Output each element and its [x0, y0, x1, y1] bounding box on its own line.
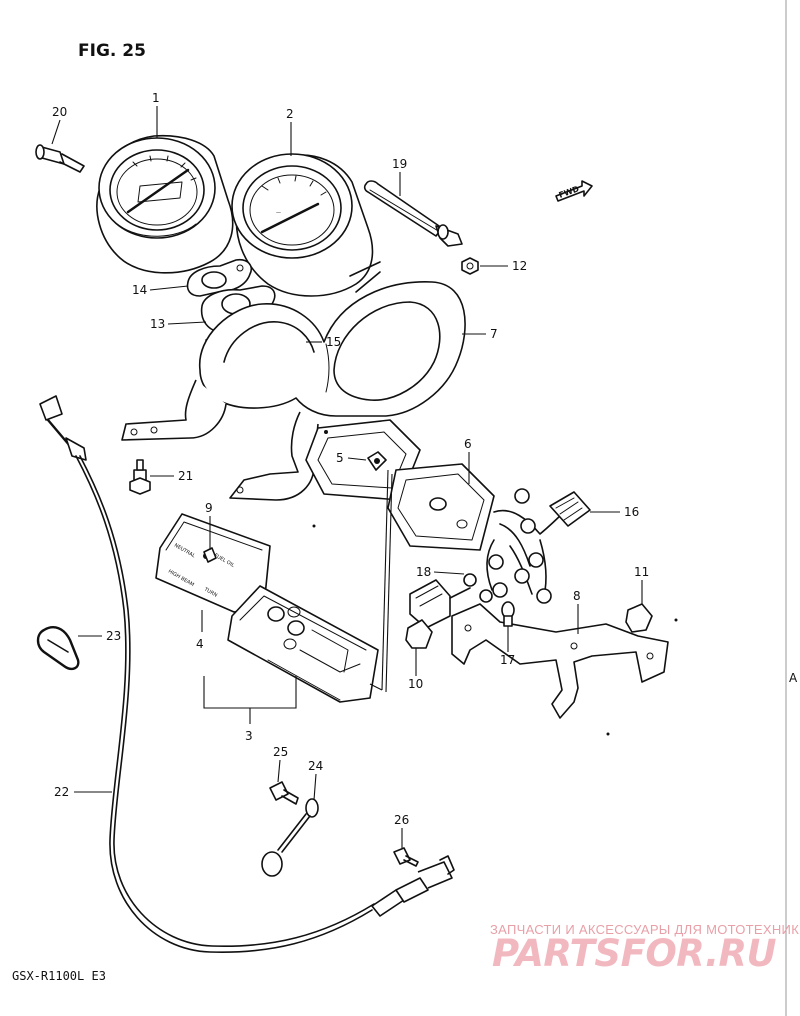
- callout-19: 19: [392, 157, 407, 171]
- part-17-bulb: [501, 601, 515, 627]
- part-20-socket: [35, 144, 85, 173]
- callout-3: 3: [245, 729, 253, 743]
- part-22-cable: [39, 395, 455, 954]
- part-11-rubber: [625, 603, 653, 633]
- callout-23: 23: [106, 629, 121, 643]
- callout-9: 9: [205, 501, 213, 515]
- part-12-nut: [461, 257, 479, 275]
- callout-15: 15: [326, 335, 341, 349]
- part-2-tachometer: —: [231, 153, 374, 297]
- part-3-indicator-housing: [227, 585, 379, 703]
- callout-6: 6: [464, 437, 472, 451]
- callout-8: 8: [573, 589, 581, 603]
- callout-26: 26: [394, 813, 409, 827]
- part-10-rubber: [405, 619, 433, 649]
- wiring-harness: [409, 488, 591, 629]
- part-9-screw: [203, 547, 217, 563]
- callout-21: 21: [178, 469, 193, 483]
- callout-10: 10: [408, 677, 423, 691]
- callout-11: 11: [634, 565, 649, 579]
- forward-arrow-icon: FWD: [555, 180, 593, 202]
- part-14-gasket: [186, 258, 252, 297]
- callout-14: 14: [132, 283, 147, 297]
- scan-dot: [674, 618, 678, 622]
- part-23-clip: [36, 626, 80, 671]
- callout-12: 12: [512, 259, 527, 273]
- callout-7: 7: [490, 327, 498, 341]
- callout-20: 20: [52, 105, 67, 119]
- tach-dial-mark: —: [276, 210, 281, 216]
- callout-16: 16: [624, 505, 639, 519]
- model-code: GSX-R1100L E3: [12, 969, 106, 983]
- callout-4: 4: [196, 637, 204, 651]
- edge-letter: A: [789, 671, 798, 685]
- callout-5: 5: [336, 451, 344, 465]
- scan-dot: [606, 732, 610, 736]
- socket-cluster: [463, 488, 552, 604]
- part-25-screw: [269, 781, 299, 805]
- watermark-tagline: ЗАПЧАСТИ И АКСЕССУАРЫ ДЛЯ МОТОТЕХНИКИ: [490, 922, 800, 937]
- callout-24: 24: [308, 759, 323, 773]
- callout-25: 25: [273, 745, 288, 759]
- part-1-speedometer: [96, 134, 234, 274]
- watermark-brand: PARTSFOR.RU: [492, 932, 777, 975]
- part-26-screw: [393, 847, 419, 867]
- part-21-bolt: [129, 459, 151, 495]
- part-4-indicator-panel: NEUTRAL FUEL OIL HIGH BEAM TURN: [155, 513, 271, 613]
- part-19-rod: [363, 180, 463, 247]
- callout-13: 13: [150, 317, 165, 331]
- callout-1: 1: [152, 91, 160, 105]
- callout-18: 18: [416, 565, 431, 579]
- scan-dot: [312, 524, 316, 528]
- figure-title: FIG. 25: [78, 41, 146, 61]
- callout-17: 17: [500, 653, 515, 667]
- part-7-meter-case: [121, 261, 466, 501]
- part-6-gasket-plate: [387, 463, 495, 551]
- part-8-bracket: [451, 603, 669, 719]
- callout-2: 2: [286, 107, 294, 121]
- callouts: 1 2 3 4 5 6 7 8 9 10 11 12: [51, 91, 649, 848]
- watermark: ЗАПЧАСТИ И АКСЕССУАРЫ ДЛЯ МОТОТЕХНИКИ PA…: [490, 922, 800, 975]
- part-24-spring: [261, 798, 319, 877]
- callout-22: 22: [54, 785, 69, 799]
